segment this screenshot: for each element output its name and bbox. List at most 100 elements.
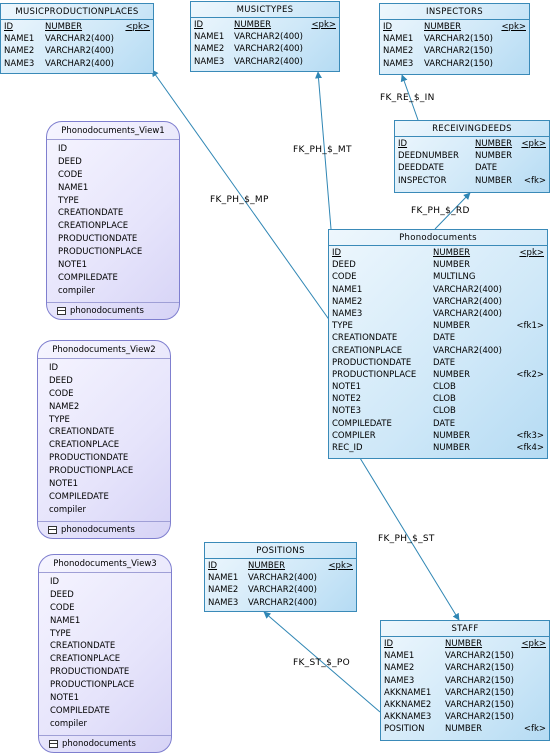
view-column: CREATIONPLACE [58, 221, 129, 232]
table-icon [49, 740, 58, 748]
view-column: DEED [49, 375, 73, 386]
label-fk-re-in: FK_RE_$_IN [380, 93, 435, 103]
label-fk-st-po: FK_ST_$_PO [293, 658, 351, 668]
view-column: PRODUCTIONDATE [50, 667, 130, 678]
table-title: RECEIVINGDEEDS [395, 121, 549, 137]
view-column: compiler [49, 504, 86, 515]
view-source-label: phonodocuments [61, 525, 135, 535]
view-column: CREATIONDATE [58, 208, 124, 219]
view-column: DEED [58, 156, 82, 167]
view-column: DEED [50, 589, 74, 600]
view-column: COMPILEDATE [58, 272, 118, 283]
table-title: INSPECTORS [380, 4, 529, 20]
view-column: NOTE1 [58, 260, 88, 271]
view-column: CODE [58, 169, 83, 180]
view-source: phonodocuments [38, 521, 170, 538]
label-fk-ph-st: FK_PH_$_ST [378, 534, 435, 544]
view-column: NAME1 [58, 182, 89, 193]
label-fk-ph-mp: FK_PH_$_MP [210, 195, 269, 205]
view-column: ID [50, 577, 60, 587]
table-title: POSITIONS [205, 543, 356, 559]
view-column: PRODUCTIONPLACE [58, 247, 143, 258]
view-source: phonodocuments [47, 302, 179, 319]
view-column: ID [58, 144, 68, 154]
view-phonodocuments-view2[interactable]: Phonodocuments_View2 ID DEED CODE NAME2 … [37, 340, 171, 539]
view-column: TYPE [49, 414, 70, 425]
table-title: STAFF [381, 621, 549, 637]
view-column: PRODUCTIONDATE [49, 453, 129, 464]
table-title: Phonodocuments [329, 230, 547, 246]
view-column: PRODUCTIONDATE [58, 234, 138, 245]
view-source: phonodocuments [39, 735, 171, 752]
view-column: NOTE1 [49, 479, 79, 490]
view-title: Phonodocuments_View2 [38, 341, 170, 359]
view-column: TYPE [50, 628, 71, 639]
view-column: COMPILEDATE [50, 705, 110, 716]
table-title: MUSICTYPES [191, 2, 339, 18]
view-column: CREATIONDATE [50, 641, 116, 652]
table-title: MUSICPRODUCTIONPLACES [1, 4, 153, 20]
view-column: compiler [50, 718, 87, 729]
view-source-label: phonodocuments [70, 306, 144, 316]
view-source-label: phonodocuments [62, 739, 136, 749]
view-column: NAME1 [50, 615, 81, 626]
view-column: COMPILEDATE [49, 491, 109, 502]
view-phonodocuments-view1[interactable]: Phonodocuments_View1 ID DEED CODE NAME1 … [46, 121, 180, 320]
view-column: compiler [58, 285, 95, 296]
view-title: Phonodocuments_View3 [39, 555, 171, 573]
label-fk-ph-rd: FK_PH_$_RD [411, 206, 470, 216]
view-column: CREATIONDATE [49, 427, 115, 438]
view-column: NOTE1 [50, 693, 80, 704]
view-column: NAME2 [49, 401, 80, 412]
view-column: CREATIONPLACE [49, 440, 120, 451]
table-icon [57, 307, 66, 315]
view-column: ID [49, 363, 59, 373]
label-fk-ph-mt: FK_PH_$_MT [293, 145, 352, 155]
view-column: CODE [50, 602, 75, 613]
view-phonodocuments-view3[interactable]: Phonodocuments_View3 ID DEED CODE NAME1 … [38, 554, 172, 753]
table-icon [48, 526, 57, 534]
